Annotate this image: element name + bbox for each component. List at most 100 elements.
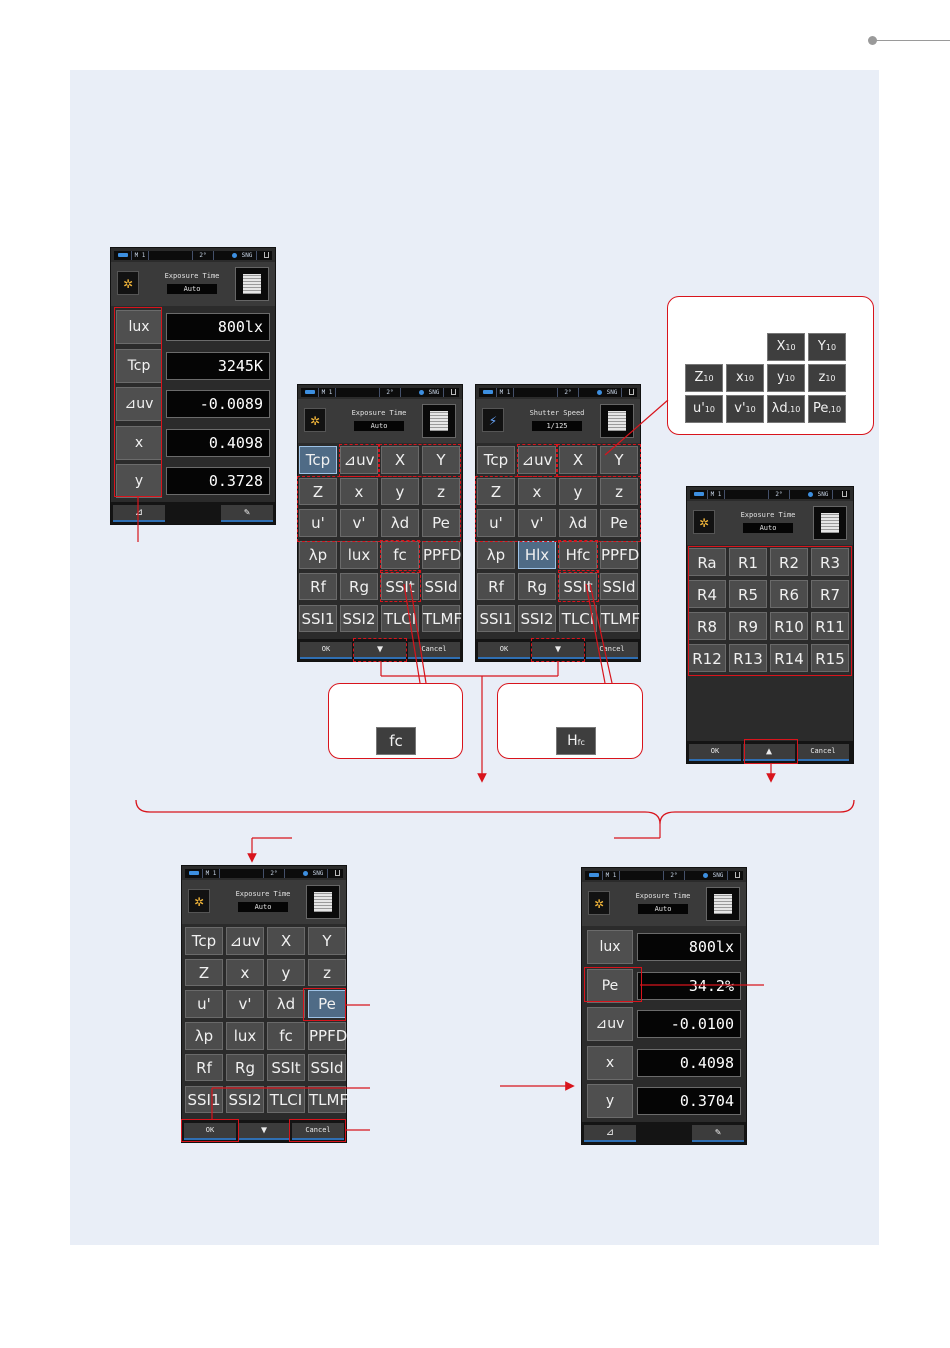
exposure-value[interactable]: Auto — [354, 421, 404, 431]
key-SSI2-21[interactable]: SSI2 — [340, 604, 378, 633]
delta-button[interactable]: ⊿ — [113, 505, 165, 522]
key-uv-1[interactable]: ⊿uv — [226, 927, 264, 955]
memo-button[interactable] — [306, 885, 340, 919]
scroll-button[interactable]: ▲ — [743, 744, 795, 761]
key-R9-9[interactable]: R9 — [729, 612, 767, 640]
key-R15-15[interactable]: R15 — [811, 644, 849, 672]
scroll-button[interactable]: ▼ — [532, 642, 584, 659]
key-Z-4[interactable]: Z — [477, 477, 515, 506]
key-v-9[interactable]: v' — [518, 509, 556, 538]
tools-button[interactable]: ✎ — [221, 505, 273, 522]
key-R6-6[interactable]: R6 — [770, 580, 808, 608]
key-lux-13[interactable]: lux — [340, 541, 378, 569]
exposure-value[interactable]: Auto — [167, 284, 217, 294]
key-Y-3[interactable]: Y — [600, 446, 638, 474]
key-lux-13[interactable]: lux — [226, 1022, 264, 1050]
key-d-10[interactable]: λd — [267, 990, 305, 1019]
key-TLCI-22[interactable]: TLCI — [381, 604, 419, 633]
key-z-7[interactable]: z — [600, 477, 638, 506]
key-Z-4[interactable]: Z — [185, 958, 223, 987]
memo-button[interactable] — [422, 404, 456, 438]
exposure-value[interactable]: Auto — [638, 904, 688, 914]
key-TLCI-22[interactable]: TLCI — [267, 1085, 305, 1114]
key-Tcp-0[interactable]: Tcp — [477, 446, 515, 474]
exposure-value[interactable]: Auto — [743, 523, 793, 533]
key-v-9[interactable]: v' — [226, 990, 264, 1019]
key-R4-4[interactable]: R4 — [688, 580, 726, 608]
key-PPFD-15[interactable]: PPFD — [308, 1022, 347, 1050]
key-Rg-17[interactable]: Rg — [340, 572, 378, 601]
delta-button[interactable]: ⊿ — [584, 1125, 636, 1142]
key-z-7[interactable]: z — [422, 477, 460, 506]
key-X-2[interactable]: X — [559, 446, 597, 474]
ok-button[interactable]: OK — [478, 642, 530, 659]
key-Pe-11[interactable]: Pe — [308, 990, 346, 1019]
measure-label[interactable]: x — [587, 1045, 633, 1080]
key-fc-14[interactable]: fc — [267, 1022, 305, 1050]
key-u-8[interactable]: u' — [299, 509, 337, 538]
key-Y-3[interactable]: Y — [308, 927, 346, 955]
key-R13-13[interactable]: R13 — [729, 644, 767, 672]
key-SSId-19[interactable]: SSId — [422, 572, 460, 601]
key-y-6[interactable]: y — [559, 477, 597, 506]
key-Rf-16[interactable]: Rf — [299, 572, 337, 601]
ok-button[interactable]: OK — [689, 744, 741, 761]
memo-button[interactable] — [706, 887, 740, 921]
exposure-value[interactable]: 1/125 — [532, 421, 582, 431]
key-Rg-17[interactable]: Rg — [518, 572, 556, 601]
key-SSId-19[interactable]: SSId — [600, 572, 638, 601]
measure-label[interactable]: Pe — [587, 968, 633, 1003]
key-x-5[interactable]: x — [226, 958, 264, 987]
measure-label[interactable]: ⊿uv — [116, 387, 162, 421]
key-uv-1[interactable]: ⊿uv — [518, 446, 556, 474]
key-R12-12[interactable]: R12 — [688, 644, 726, 672]
key-uv-1[interactable]: ⊿uv — [340, 446, 378, 474]
ok-button[interactable]: OK — [300, 642, 352, 659]
key-Rf-16[interactable]: Rf — [185, 1053, 223, 1082]
key-p-12[interactable]: λp — [185, 1022, 223, 1050]
exposure-value[interactable]: Auto — [238, 902, 288, 912]
key-R5-5[interactable]: R5 — [729, 580, 767, 608]
key-R7-7[interactable]: R7 — [811, 580, 849, 608]
scroll-button[interactable]: ▼ — [354, 642, 406, 659]
key-SSIt-18[interactable]: SSIt — [381, 572, 419, 601]
memo-button[interactable] — [813, 506, 847, 540]
key-SSI1-20[interactable]: SSI1 — [477, 604, 515, 633]
measure-label[interactable]: lux — [116, 310, 162, 344]
key-x-5[interactable]: x — [518, 477, 556, 506]
key-u-8[interactable]: u' — [477, 509, 515, 538]
measure-label[interactable]: lux — [587, 930, 633, 964]
key-Tcp-0[interactable]: Tcp — [185, 927, 223, 955]
key-X-2[interactable]: X — [381, 446, 419, 474]
key-Pe-11[interactable]: Pe — [422, 509, 460, 538]
key-TLMF-23[interactable]: TLMF — [600, 604, 640, 633]
key-Pe-11[interactable]: Pe — [600, 509, 638, 538]
key-SSI2-21[interactable]: SSI2 — [226, 1085, 264, 1114]
cancel-button[interactable]: Cancel — [797, 744, 849, 761]
cancel-button[interactable]: Cancel — [292, 1123, 344, 1140]
memo-button[interactable] — [600, 404, 634, 438]
key-SSI2-21[interactable]: SSI2 — [518, 604, 556, 633]
key-Y-3[interactable]: Y — [422, 446, 460, 474]
key-X-2[interactable]: X — [267, 927, 305, 955]
key-R11-11[interactable]: R11 — [811, 612, 849, 640]
measure-label[interactable]: Tcp — [116, 348, 162, 383]
key-Hlx-13[interactable]: Hlx — [518, 541, 556, 569]
key-Rg-17[interactable]: Rg — [226, 1053, 264, 1082]
key-v-9[interactable]: v' — [340, 509, 378, 538]
key-fc-14[interactable]: fc — [381, 541, 419, 569]
measure-label[interactable]: ⊿uv — [587, 1007, 633, 1041]
key-PPFD-15[interactable]: PPFD — [600, 541, 639, 569]
key-p-12[interactable]: λp — [299, 541, 337, 569]
key-d-10[interactable]: λd — [559, 509, 597, 538]
key-Ra-0[interactable]: Ra — [688, 548, 726, 576]
key-y-6[interactable]: y — [267, 958, 305, 987]
memo-button[interactable] — [235, 267, 269, 301]
key-R2-2[interactable]: R2 — [770, 548, 808, 576]
key-R10-10[interactable]: R10 — [770, 612, 808, 640]
key-z-7[interactable]: z — [308, 958, 346, 987]
key-Hfc-14[interactable]: Hfc — [559, 541, 597, 569]
key-SSIt-18[interactable]: SSIt — [267, 1053, 305, 1082]
scroll-button[interactable]: ▼ — [238, 1123, 290, 1140]
key-u-8[interactable]: u' — [185, 990, 223, 1019]
